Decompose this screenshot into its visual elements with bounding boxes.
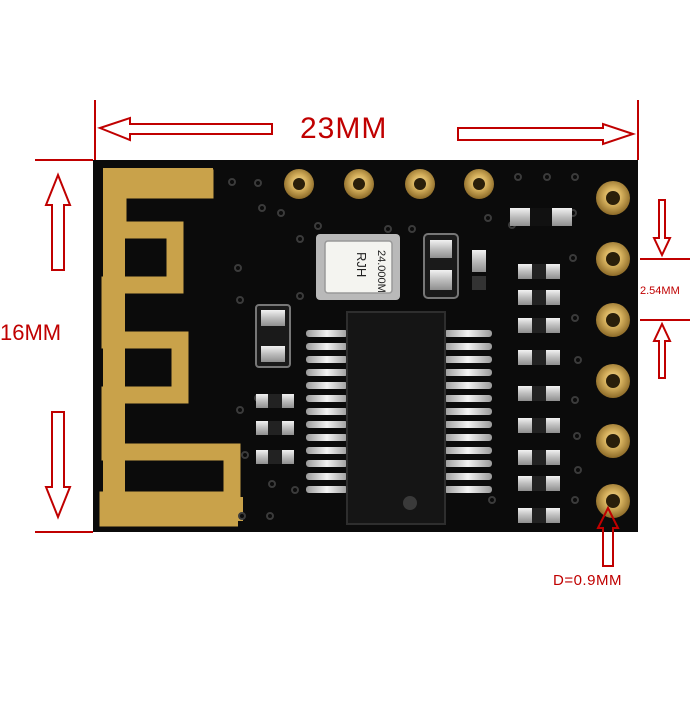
antenna-bottom-bar (103, 497, 243, 521)
smd-capacitor-left (255, 304, 291, 368)
right-pad-column (596, 181, 630, 518)
smd-diode (423, 233, 486, 299)
antenna-left-bar (103, 170, 125, 520)
crystal-oscillator (316, 234, 400, 300)
pin-pitch-label: 2.54MM (640, 285, 680, 297)
height-dimension-label: 16MM (0, 320, 62, 345)
left-resistor-stack (256, 394, 294, 464)
right-resistor-column (518, 264, 560, 523)
main-ic (306, 311, 492, 525)
width-dimension-label: 23MM (300, 112, 388, 145)
dimension-annotations (35, 100, 690, 567)
drill-diameter-label: D=0.9MM (553, 572, 622, 589)
top-pad-row (284, 169, 494, 199)
crystal-label-top: 24.000M (375, 250, 387, 293)
smd-top-right (510, 208, 572, 226)
crystal-label-bottom: RJH (354, 252, 369, 278)
vias (228, 173, 582, 520)
